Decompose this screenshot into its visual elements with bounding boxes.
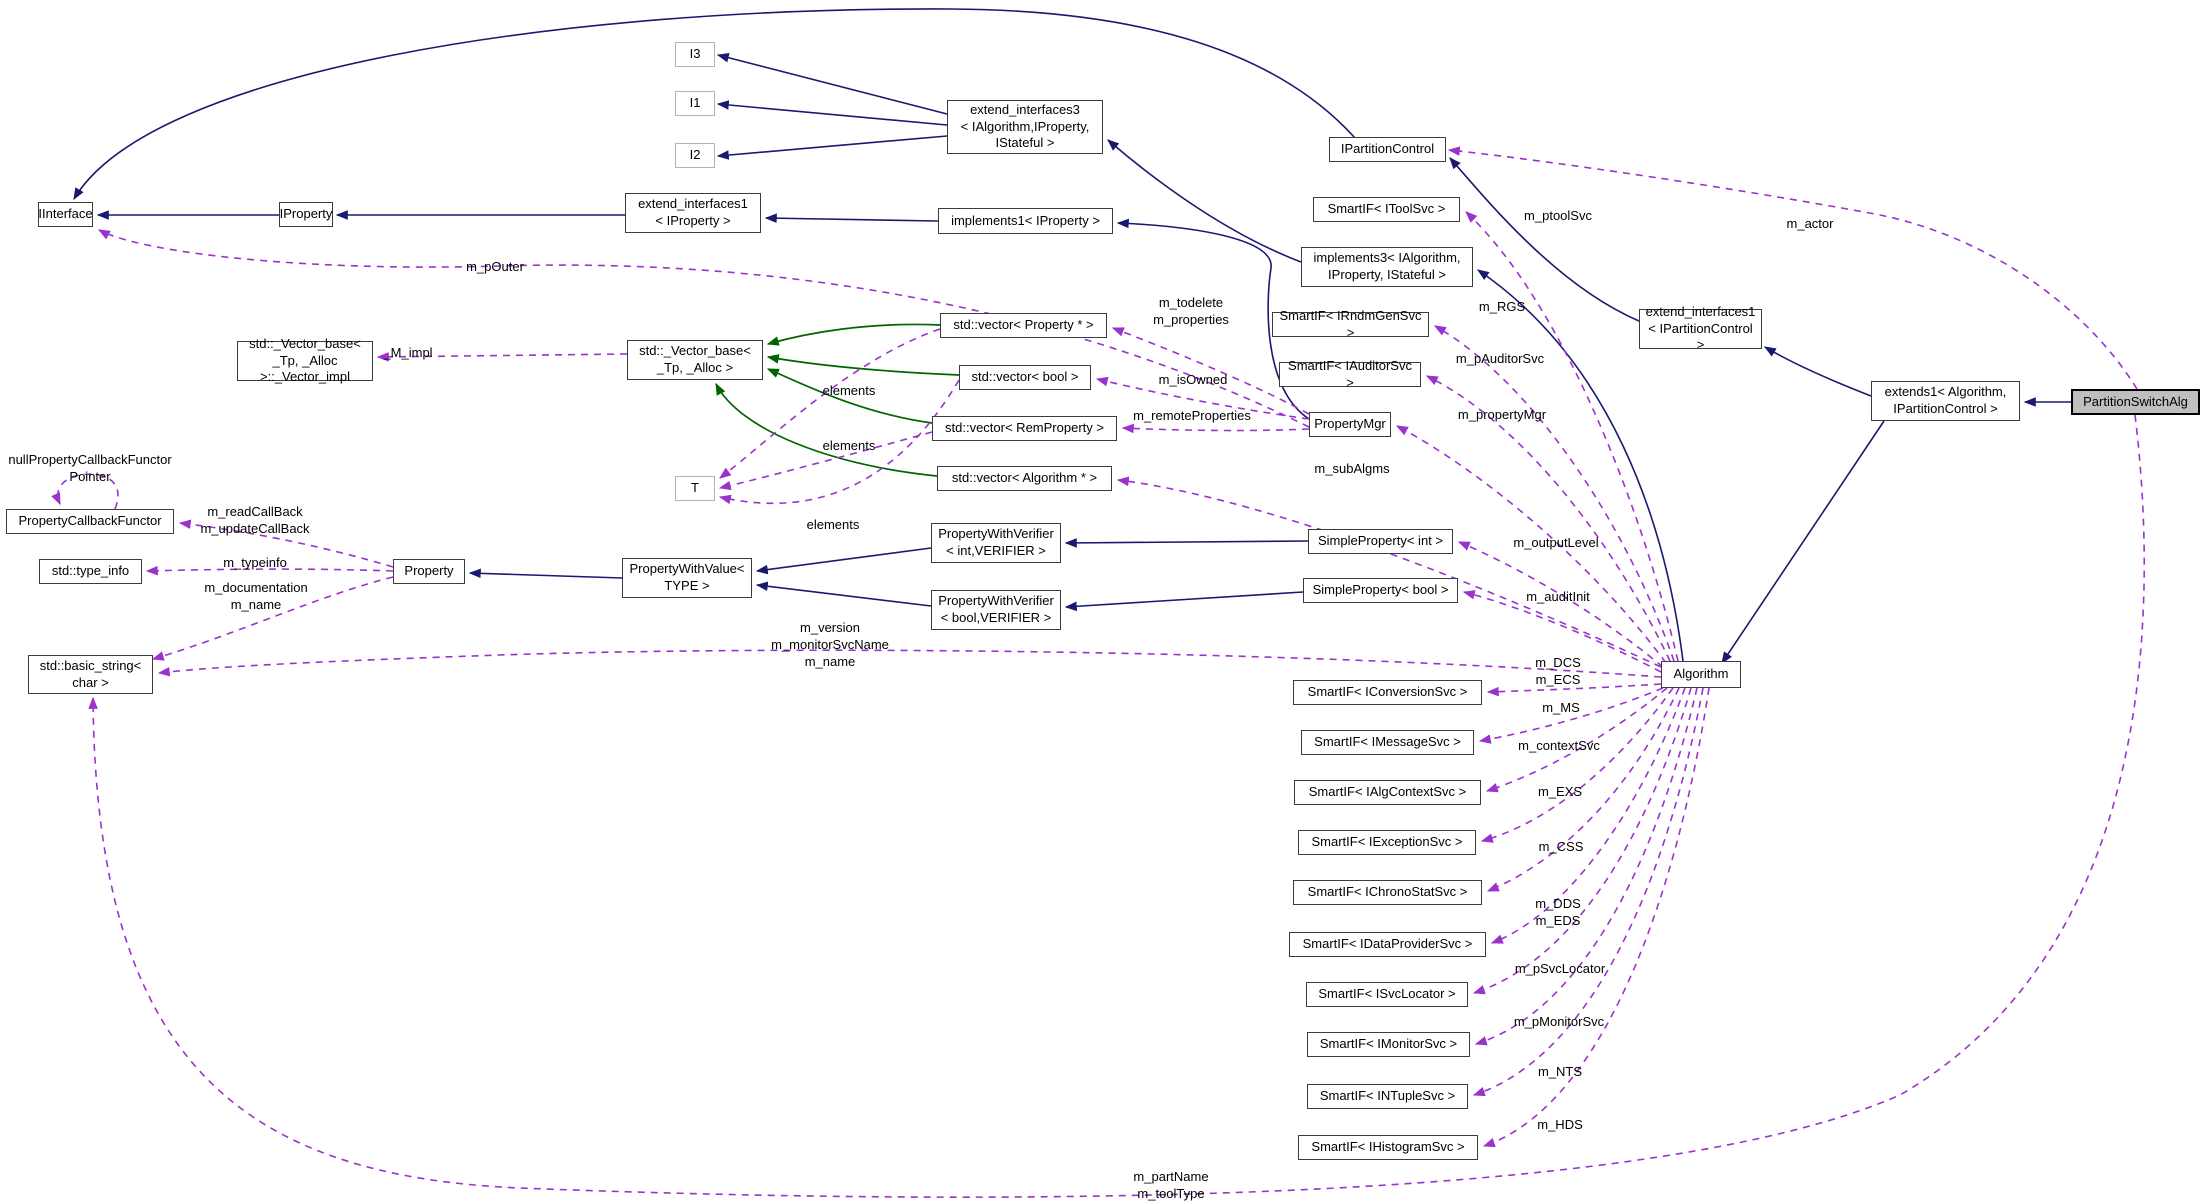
edge-label-m-auditinit: m_auditInit (1526, 589, 1590, 604)
edge-label-elements-1: elements (822, 383, 876, 398)
node-extend-interfaces3[interactable]: extend_interfaces3 < IAlgorithm,IPropert… (947, 100, 1103, 154)
node-smartif-iconversionsvc[interactable]: SmartIF< IConversionSvc > (1293, 680, 1482, 705)
node-smartif-intuplesvc[interactable]: SmartIF< INTupleSvc > (1307, 1084, 1468, 1109)
edge-label-m-partname-m-tooltype: m_partName m_toolType (1133, 1169, 1209, 1202)
node-smartif-ialgcontextsvc[interactable]: SmartIF< IAlgContextSvc > (1294, 780, 1481, 805)
node-vector-base-impl[interactable]: std::_Vector_base< _Tp, _Alloc >::_Vecto… (237, 336, 373, 384)
edge-label-m-ms: m_MS (1542, 700, 1580, 715)
node-vector-property[interactable]: std::vector< Property * > (940, 313, 1107, 338)
node-propertywithverifier-bool[interactable]: PropertyWithVerifier < bool,VERIFIER > (931, 590, 1061, 630)
node-implements3[interactable]: implements3< IAlgorithm, IProperty, ISta… (1301, 247, 1473, 287)
node-smartif-isvclocator[interactable]: SmartIF< ISvcLocator > (1306, 982, 1468, 1007)
node-propertycallbackfunctor[interactable]: PropertyCallbackFunctor (6, 509, 174, 534)
node-smartif-ichronostatsvc[interactable]: SmartIF< IChronoStatSvc > (1293, 880, 1482, 905)
edge-label-m-impl: _M_impl (383, 345, 433, 360)
edge-label-m-readcallback-m-updatecallback: m_readCallBack m_updateCallBack (200, 504, 310, 537)
node-property[interactable]: Property (393, 559, 465, 584)
edge-label-m-pouter: m_pOuter (466, 259, 524, 274)
edge-label-m-pmonitorsvc: m_pMonitorSvc (1513, 1014, 1605, 1029)
node-i1[interactable]: I1 (675, 91, 715, 116)
edge-label-nullpropertycallbackfunctorpointer: nullPropertyCallbackFunctor Pointer (8, 452, 172, 485)
edge-label-m-hds: m_HDS (1537, 1117, 1583, 1132)
edge-label-m-documentation-m-name: m_documentation m_name (204, 580, 308, 613)
edge-label-m-version-m-monitorsvcname-m-name: m_version m_monitorSvcName m_name (771, 620, 889, 670)
edge-label-m-outputlevel: m_outputLevel (1513, 535, 1599, 550)
node-ipartitioncontrol[interactable]: IPartitionControl (1329, 137, 1446, 162)
node-t[interactable]: T (675, 476, 715, 501)
node-algorithm[interactable]: Algorithm (1661, 661, 1741, 688)
node-basic-string[interactable]: std::basic_string< char > (28, 655, 153, 694)
node-iproperty[interactable]: IProperty (279, 202, 333, 227)
node-extends1[interactable]: extends1< Algorithm, IPartitionControl > (1871, 381, 2020, 421)
edge-label-m-contextsvc: m_contextSvc (1518, 738, 1600, 753)
node-simpleproperty-bool[interactable]: SimpleProperty< bool > (1303, 578, 1458, 603)
edge-label-m-actor: m_actor (1786, 216, 1834, 231)
node-vector-remproperty[interactable]: std::vector< RemProperty > (932, 416, 1117, 441)
node-implements1-iproperty[interactable]: implements1< IProperty > (938, 208, 1113, 234)
edge-label-m-ptoolsvc: m_ptoolSvc (1524, 208, 1592, 223)
node-propertymgr[interactable]: PropertyMgr (1309, 412, 1391, 437)
node-vector-algorithm[interactable]: std::vector< Algorithm * > (937, 466, 1112, 491)
edge-label-elements-2: elements (822, 438, 876, 453)
edge-label-elements-3: elements (806, 517, 860, 532)
node-i2[interactable]: I2 (675, 143, 715, 168)
node-propertywithvalue[interactable]: PropertyWithValue< TYPE > (622, 558, 752, 598)
node-partitionswitchalg[interactable]: PartitionSwitchAlg (2071, 389, 2200, 415)
edge-label-m-todelete-m-properties: m_todelete m_properties (1153, 295, 1229, 328)
edge-label-m-pauditorsvc: m_pAuditorSvc (1455, 351, 1545, 366)
node-i3[interactable]: I3 (675, 42, 715, 67)
node-simpleproperty-int[interactable]: SimpleProperty< int > (1308, 529, 1453, 554)
edge-label-m-css: m_CSS (1538, 839, 1584, 854)
node-smartif-iauditorsvc[interactable]: SmartIF< IAuditorSvc > (1279, 358, 1421, 390)
edge-label-m-exs: m_EXS (1537, 784, 1583, 799)
node-smartif-imessagesvc[interactable]: SmartIF< IMessageSvc > (1301, 730, 1474, 755)
node-smartif-idataprovidersvc[interactable]: SmartIF< IDataProviderSvc > (1289, 932, 1486, 957)
node-smartif-imonitorsvc[interactable]: SmartIF< IMonitorSvc > (1307, 1032, 1470, 1057)
edge-label-m-remoteproperties: m_remoteProperties (1133, 408, 1251, 423)
edge-label-m-dcs-m-ecs: m_DCS m_ECS (1535, 655, 1581, 688)
edge-label-m-rgs: m_RGS (1478, 299, 1526, 314)
node-vector-base[interactable]: std::_Vector_base< _Tp, _Alloc > (627, 340, 763, 380)
node-smartif-ihistogramsvc[interactable]: SmartIF< IHistogramSvc > (1298, 1135, 1478, 1160)
node-smartif-itoolsvc[interactable]: SmartIF< IToolSvc > (1313, 197, 1460, 222)
node-iinterface[interactable]: IInterface (38, 202, 93, 227)
node-extend-interfaces1-iproperty[interactable]: extend_interfaces1 < IProperty > (625, 193, 761, 233)
edge-label-m-isowned: m_isOwned (1158, 372, 1228, 387)
edge-label-m-propertymgr: m_propertyMgr (1457, 407, 1547, 422)
node-propertywithverifier-int[interactable]: PropertyWithVerifier < int,VERIFIER > (931, 523, 1061, 563)
edge-label-m-psvclocator: m_pSvcLocator (1514, 961, 1606, 976)
edge-label-m-dds-m-eds: m_DDS m_EDS (1535, 896, 1581, 929)
edge-label-m-nts: m_NTS (1537, 1064, 1583, 1079)
node-smartif-iexceptionsvc[interactable]: SmartIF< IExceptionSvc > (1298, 830, 1476, 855)
edge-label-m-typeinfo: m_typeinfo (223, 555, 287, 570)
node-extend-interfaces1-ipartitioncontrol[interactable]: extend_interfaces1 < IPartitionControl > (1639, 304, 1762, 352)
edge-label-m-subalgms: m_subAlgms (1314, 461, 1390, 476)
node-smartif-irndmgensvc[interactable]: SmartIF< IRndmGenSvc > (1272, 308, 1429, 340)
node-vector-bool[interactable]: std::vector< bool > (959, 365, 1091, 390)
node-type-info[interactable]: std::type_info (39, 559, 142, 584)
